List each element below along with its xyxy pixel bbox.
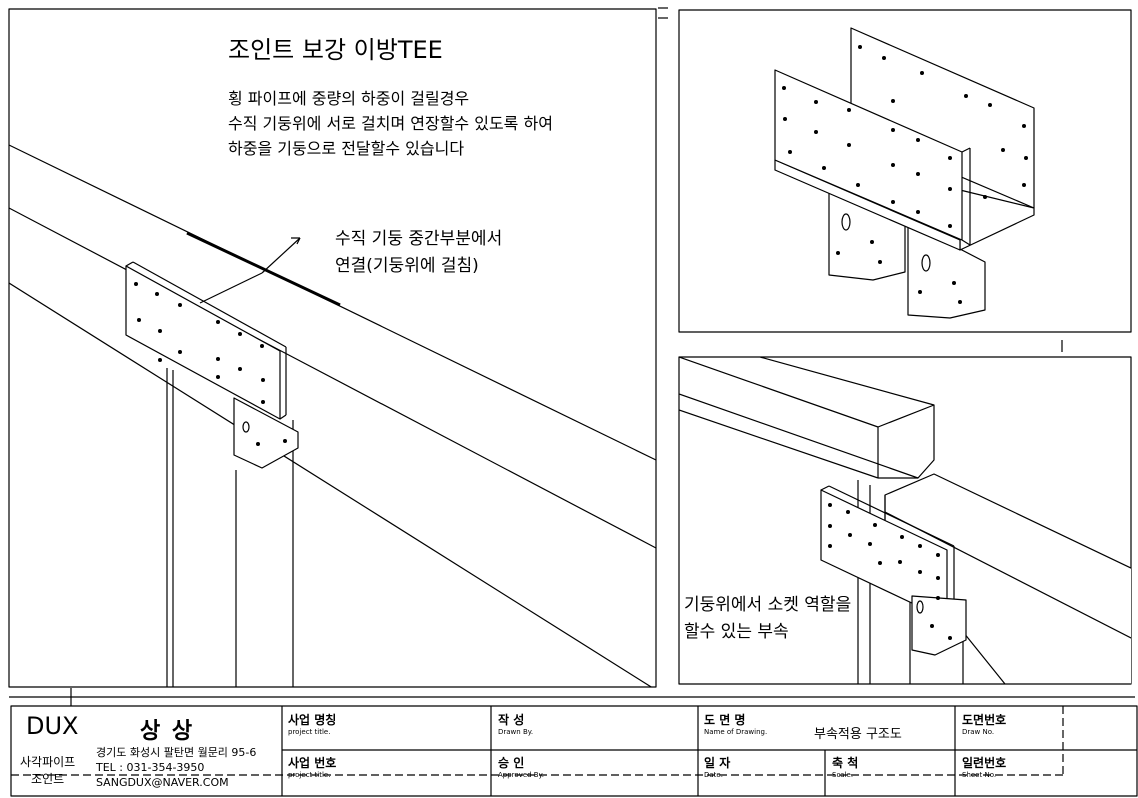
title-block-grid (9, 688, 1138, 797)
company-tel: TEL : 031-354-3950 (96, 761, 205, 774)
socket-isometric-drawing (679, 357, 1131, 684)
drawn-by-label: 작 성 (498, 713, 525, 727)
callout-line: 할수 있는 부속 (684, 622, 789, 642)
drawing-title: 조인트 보강 이방TEE (228, 36, 443, 64)
date-field: 일 자 Date. (704, 754, 730, 779)
plate-bolt-holes (134, 282, 265, 404)
project-title-field: 사업 명칭 project title. (288, 711, 336, 736)
sheet-no-en: Sheet No. (962, 771, 997, 779)
main-isometric-drawing (9, 144, 656, 687)
scale-en: Scale. (832, 771, 854, 779)
sheet-no-label: 일련번호 (962, 756, 1007, 770)
callout-main-note: 수직 기둥 중간부분에서 연결(기둥위에 걸침) (335, 226, 502, 280)
pipe-bottom-edge (9, 282, 653, 687)
description-line: 수직 기둥위에 서로 걸치며 연장할수 있도록 하여 (228, 114, 553, 133)
frame-top-right-view (678, 9, 1132, 333)
bracket-isometric-drawing (774, 27, 1035, 319)
drawing-description: 횡 파이프에 중량의 하중이 걸릴경우 수직 기둥위에 서로 걸치며 연장할수 … (228, 86, 553, 161)
project-no-field: 사업 번호 project title. (288, 754, 336, 779)
callout-line: 기둥위에서 소켓 역할을 (684, 595, 852, 615)
description-line: 하중을 기둥으로 전달할수 있습니다 (228, 139, 465, 158)
approved-by-en: Approved By. (498, 771, 544, 779)
socket-bolt-holes (828, 503, 952, 640)
vertical-post (166, 368, 294, 687)
project-no-en: project title. (288, 771, 331, 779)
callout-line: 연결(기둥위에 걸침) (335, 256, 479, 276)
post-socket-tab (233, 397, 299, 469)
reinforcement-plate-main (125, 261, 287, 420)
draw-no-field: 도면번호 Draw No. (962, 711, 1006, 736)
scale-label: 축 척 (832, 756, 859, 770)
frame-bottom-right-view (678, 356, 1132, 685)
drawn-by-en: Drawn By. (498, 728, 534, 736)
pipe-upper-ridge (9, 207, 656, 549)
drawing-name-label: 도 면 명 (704, 713, 746, 727)
approved-by-field: 승 인 Approved By. (498, 754, 544, 779)
project-title-en: project title. (288, 728, 331, 736)
sheet-no-field: 일련번호 Sheet No. (962, 754, 1006, 779)
drawing-name-en: Name of Drawing. (704, 728, 768, 736)
date-en: Date. (704, 771, 723, 779)
bracket-bolt-holes (782, 45, 1028, 228)
draw-no-label: 도면번호 (962, 713, 1007, 727)
scale-field: 축 척 Scale. (832, 754, 858, 779)
callout-line: 수직 기둥 중간부분에서 (335, 229, 503, 249)
approved-by-label: 승 인 (498, 756, 525, 770)
company-contact: 경기도 화성시 팔탄면 월문리 95-6 TEL : 031-354-3950 … (96, 745, 256, 790)
company-subtitle-line: 사각파이프 (20, 755, 76, 769)
draw-no-en: Draw No. (962, 728, 995, 736)
company-email: SANGDUX@NAVER.COM (96, 776, 229, 789)
drawn-by-field: 작 성 Drawn By. (498, 711, 533, 736)
drawing-name-field: 도 면 명 Name of Drawing. (704, 711, 767, 736)
date-label: 일 자 (704, 756, 731, 770)
company-subtitle-line: 조인트 (31, 772, 65, 786)
callout-socket-note: 기둥위에서 소켓 역할을 할수 있는 부속 (684, 592, 851, 646)
project-no-label: 사업 번호 (288, 756, 337, 770)
company-subtitle: 사각파이프 조인트 (20, 754, 75, 788)
description-line: 횡 파이프에 중량의 하중이 걸릴경우 (228, 89, 470, 108)
company-name: 상 상 (140, 719, 195, 744)
frame-main-view (8, 7, 668, 688)
company-logo: DUX (26, 712, 79, 740)
drawing-name-value: 부속적용 구조도 (814, 727, 902, 742)
company-address: 경기도 화성시 팔탄면 월문리 95-6 (96, 746, 257, 759)
project-title-label: 사업 명칭 (288, 713, 337, 727)
